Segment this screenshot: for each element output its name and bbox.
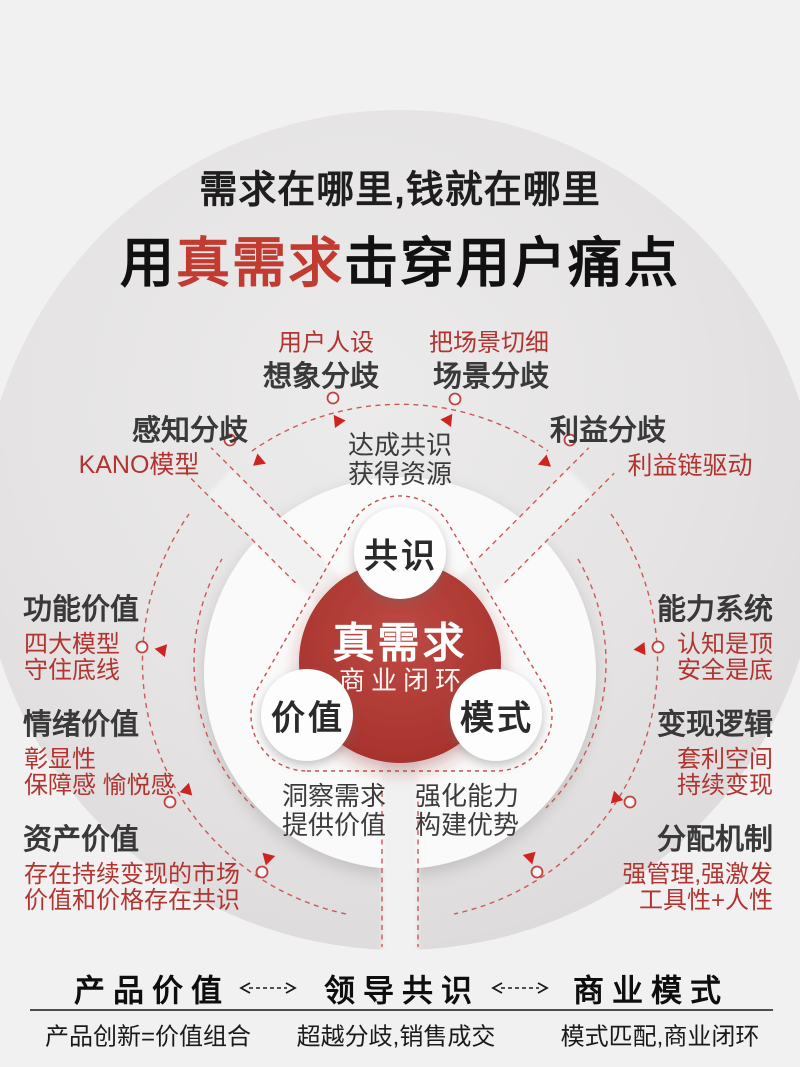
bottom-desc-business-model: 模式匹配,商业闭环 bbox=[560, 1023, 760, 1051]
left-block-asset-line1: 存在持续变现的市场 bbox=[24, 861, 240, 888]
bottom-desc-leader-consensus: 超越分歧,销售成交 bbox=[296, 1023, 496, 1051]
note-model: 强化能力 构建优势 bbox=[415, 782, 519, 840]
node-label-consensus: 共识 bbox=[364, 537, 438, 576]
note-consensus-line2: 获得资源 bbox=[347, 459, 453, 489]
label-interest-tag: 利益链驱动 bbox=[627, 452, 753, 480]
label-scene-divergence: 场景分歧 bbox=[432, 361, 550, 393]
bottom-desc-product-value: 产品创新=价值组合 bbox=[44, 1023, 252, 1051]
right-block-capability-line2: 安全是底 bbox=[677, 657, 773, 684]
headline-highlight: 真需求 bbox=[176, 233, 344, 294]
left-block-asset-line2: 价值和价格存在共识 bbox=[24, 887, 240, 914]
left-block-function-title: 功能价值 bbox=[23, 594, 140, 626]
right-block-capability-title: 能力系统 bbox=[656, 594, 773, 626]
left-block-function-line1: 四大模型 bbox=[24, 631, 120, 658]
bottom-title-business-model: 商业模式 bbox=[573, 973, 729, 1009]
note-consensus: 达成共识 获得资源 bbox=[348, 431, 452, 489]
right-block-capability-line1: 认知是顶 bbox=[677, 631, 773, 658]
note-consensus-line1: 达成共识 bbox=[347, 430, 453, 460]
label-persona-tag: 用户人设 bbox=[278, 329, 374, 357]
label-interest-divergence: 利益分歧 bbox=[549, 415, 667, 447]
note-value: 洞察需求 提供价值 bbox=[282, 782, 386, 840]
left-block-emotion-title: 情绪价值 bbox=[23, 709, 140, 741]
headline-subtitle: 需求在哪里,钱就在哪里 bbox=[199, 169, 601, 212]
right-block-distribute-line1: 强管理,强激发 bbox=[622, 861, 773, 888]
double-arrow-icon bbox=[491, 982, 549, 994]
node-circle-model bbox=[450, 669, 542, 761]
right-block-distribute-title: 分配机制 bbox=[656, 824, 773, 856]
headline-title: 用真需求击穿用户痛点 bbox=[120, 219, 680, 298]
label-scene-tag: 把场景切细 bbox=[429, 329, 549, 357]
node-circle-consensus bbox=[354, 507, 446, 599]
left-block-emotion-line1: 彰显性 bbox=[24, 746, 96, 773]
core-subtitle: 商业闭环 bbox=[338, 665, 468, 696]
label-imagine-divergence: 想象分歧 bbox=[262, 361, 380, 393]
headline-suffix: 击穿用户痛点 bbox=[344, 233, 680, 294]
double-arrow-icon bbox=[239, 982, 297, 994]
dashed-sector-outlines bbox=[141, 403, 659, 947]
node-label-value: 价值 bbox=[271, 699, 345, 738]
bottom-divider bbox=[30, 1009, 773, 1011]
right-block-distribute-line2: 工具性+人性 bbox=[638, 887, 773, 914]
right-block-monetize-title: 变现逻辑 bbox=[656, 709, 773, 741]
left-block-emotion-line2: 保障感 愉悦感 bbox=[24, 772, 175, 799]
left-block-function-line2: 守住底线 bbox=[24, 657, 120, 684]
note-model-line2: 构建优势 bbox=[414, 810, 520, 840]
right-block-monetize-line2: 持续变现 bbox=[677, 772, 773, 799]
bottom-title-leader-consensus: 领导共识 bbox=[324, 973, 480, 1009]
node-label-model: 模式 bbox=[460, 699, 534, 738]
note-value-line1: 洞察需求 bbox=[281, 781, 387, 811]
label-perception-divergence: 感知分歧 bbox=[131, 415, 249, 447]
note-value-line2: 提供价值 bbox=[281, 810, 387, 840]
right-block-monetize-line1: 套利空间 bbox=[677, 746, 773, 773]
left-block-asset-title: 资产价值 bbox=[23, 824, 140, 856]
headline-prefix: 用 bbox=[120, 233, 176, 294]
bottom-title-product-value: 产品价值 bbox=[74, 973, 230, 1009]
label-perception-tag: KANO模型 bbox=[78, 451, 200, 479]
node-circle-value bbox=[261, 669, 353, 761]
core-title: 真需求 bbox=[332, 619, 468, 667]
node-circles bbox=[261, 507, 542, 761]
note-model-line1: 强化能力 bbox=[414, 781, 520, 811]
